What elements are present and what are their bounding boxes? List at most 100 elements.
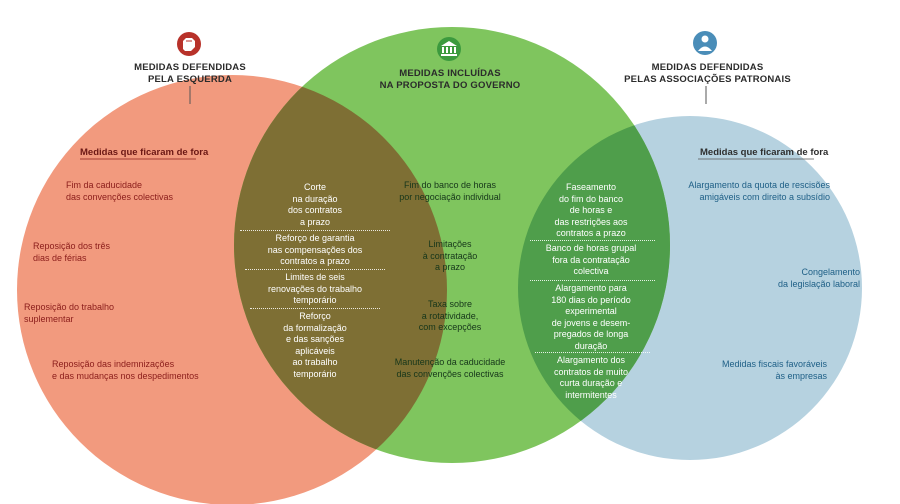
right-item-2-line2: da legislação laboral [777, 278, 860, 289]
ro-item-3-line5: pregados de longa [553, 329, 629, 339]
ro-item-2-line3: colectiva [573, 266, 609, 276]
left-overlap-item-3: Limites de seis renovações do trabalho t… [240, 272, 390, 307]
right-overlap-separator-2 [530, 280, 655, 281]
header-left: MEDIDAS DEFENDIDAS PELA ESQUERDA [120, 62, 260, 86]
header-left-line1: MEDIDAS DEFENDIDAS [134, 62, 246, 73]
left-item-3: Reposição do trabalho suplementar [24, 302, 114, 325]
header-right-line1: MEDIDAS DEFENDIDAS [651, 62, 764, 73]
lo-item-1-line1: Corte [303, 182, 326, 192]
left-item-3-line1: Reposição do trabalho [24, 302, 115, 312]
left-item-4-line1: Reposição das indemnizações [52, 359, 175, 369]
center-item-4-line2: das convenções colectivas [396, 368, 504, 379]
right-item-3: Medidas fiscais favoráveis às empresas [700, 359, 827, 382]
lo-item-2-line1: Reforço de garantia [275, 233, 355, 243]
center-item-2-line2: à contratação [422, 250, 478, 261]
left-item-4: Reposição das indemnizações e das mudanç… [52, 359, 199, 382]
left-item-1-line1: Fim da caducidade [66, 180, 143, 190]
center-item-4: Manutenção da caducidade das convenções … [380, 357, 520, 380]
left-overlap-separator-1 [240, 230, 390, 231]
center-item-3: Taxa sobre a rotatividade, com excepções [380, 299, 520, 334]
lo-item-4-line4: aplicáveis [295, 345, 335, 356]
government-building-icon [437, 37, 461, 61]
ro-item-1-line3: de horas e [569, 205, 613, 215]
lo-item-2-line3: contratos a prazo [280, 256, 350, 266]
lo-item-3-line3: temporário [293, 295, 337, 305]
left-item-3-line2: suplementar [24, 313, 74, 324]
right-item-2-line1: Congelamento [801, 267, 860, 277]
center-item-1: Fim do banco de horas por negociação ind… [380, 180, 520, 203]
right-subheading: Medidas que ficaram de fora [700, 147, 829, 158]
lo-item-4-line2: da formalização [283, 322, 347, 333]
ro-item-1-line4: das restrições aos [554, 216, 628, 227]
lo-item-4-line5: ao trabalho [292, 357, 338, 367]
center-item-3-line3: com excepções [418, 322, 482, 332]
center-item-4-line1: Manutenção da caducidade [394, 357, 506, 367]
ro-item-4-line2: contratos de muito [553, 366, 629, 377]
right-overlap-item-4: Alargamento dos contratos de muito curta… [526, 355, 656, 401]
header-right-line2: PELAS ASSOCIAÇÕES PATRONAIS [624, 74, 791, 85]
lo-item-4-line3: e das sanções [285, 334, 345, 344]
lo-item-1-line2: na duração [292, 193, 338, 204]
right-item-3-line1: Medidas fiscais favoráveis [721, 359, 827, 369]
ro-item-3-line4: de jovens e desem- [551, 317, 631, 328]
ro-item-4-line4: intermitentes [565, 389, 617, 400]
right-overlap-item-3: Alargamento para 180 dias do período exp… [526, 283, 656, 352]
lo-item-2-line2: nas compensações dos [267, 244, 363, 255]
ro-item-3-line3: experimental [565, 306, 617, 316]
right-item-1: Alargamento da quota de rescisões amigáv… [670, 180, 830, 203]
left-item-1: Fim da caducidade das convenções colecti… [66, 180, 173, 203]
left-overlap-separator-3 [250, 308, 380, 309]
left-item-2: Reposição dos três dias de férias [33, 241, 110, 264]
lo-item-4-line1: Reforço [299, 311, 331, 321]
left-overlap-item-4: Reforço da formalização e das sanções ap… [250, 311, 380, 380]
center-item-3-line2: a rotatividade, [421, 310, 479, 321]
fist-icon [177, 32, 201, 56]
ro-item-4-line3: curta duração e [559, 378, 623, 388]
ro-item-2-line2: fora da contratação [552, 254, 630, 265]
center-item-1-line2: por negociação individual [399, 191, 501, 202]
left-item-2-line1: Reposição dos três [33, 241, 111, 251]
business-person-icon [693, 31, 717, 55]
right-overlap-separator-1 [530, 240, 655, 241]
left-item-2-line2: dias de férias [33, 252, 87, 263]
right-item-1-line2: amigáveis com direito a subsídio [699, 191, 830, 202]
left-overlap-separator-2 [245, 269, 385, 270]
ro-item-1-line5: contratos a prazo [556, 228, 626, 238]
ro-item-1-line1: Faseamento [565, 182, 617, 192]
lo-item-1-line4: a prazo [299, 216, 331, 227]
ro-item-2-line1: Banco de horas grupal [545, 243, 637, 253]
ro-item-3-line1: Alargamento para [555, 283, 627, 293]
right-overlap-item-2: Banco de horas grupal fora da contrataçã… [526, 243, 656, 278]
center-item-2-line3: a prazo [434, 262, 466, 272]
header-left-line2: PELA ESQUERDA [147, 74, 233, 85]
left-subheading: Medidas que ficaram de fora [80, 147, 209, 158]
left-item-4-line2: e das mudanças nos despedimentos [52, 370, 199, 381]
ro-item-4-line1: Alargamento dos [556, 355, 626, 365]
lo-item-3-line2: renovações do trabalho [267, 283, 363, 294]
right-item-1-line1: Alargamento da quota de rescisões [688, 180, 830, 190]
center-item-2: Limitações à contratação a prazo [380, 239, 520, 274]
header-center-line1: MEDIDAS INCLUÍDAS [399, 68, 501, 79]
right-item-3-line2: às empresas [775, 370, 827, 381]
lo-item-1-line3: dos contratos [287, 205, 343, 215]
center-item-1-line1: Fim do banco de horas [403, 180, 497, 190]
header-center: MEDIDAS INCLUÍDAS NA PROPOSTA DO GOVERNO [370, 68, 530, 92]
right-overlap-item-1: Faseamento do fim do banco de horas e da… [526, 182, 656, 240]
left-overlap-item-2: Reforço de garantia nas compensações dos… [232, 233, 398, 268]
header-center-line2: NA PROPOSTA DO GOVERNO [379, 80, 521, 91]
right-overlap-separator-3 [535, 352, 650, 353]
lo-item-4-line6: temporário [293, 368, 337, 379]
ro-item-1-line2: do fim do banco [558, 193, 624, 204]
lo-item-3-line1: Limites de seis [285, 272, 345, 282]
left-item-1-line2: das convenções colectivas [66, 191, 174, 202]
ro-item-3-line6: duração [574, 340, 608, 351]
center-item-2-line1: Limitações [428, 239, 472, 249]
right-item-2: Congelamento da legislação laboral [720, 267, 860, 290]
left-overlap [234, 75, 447, 463]
header-right: MEDIDAS DEFENDIDAS PELAS ASSOCIAÇÕES PAT… [620, 62, 795, 86]
center-item-3-line1: Taxa sobre [427, 299, 473, 309]
ro-item-3-line2: 180 dias do período [551, 294, 631, 305]
left-overlap-item-1: Corte na duração dos contratos a prazo [250, 182, 380, 228]
